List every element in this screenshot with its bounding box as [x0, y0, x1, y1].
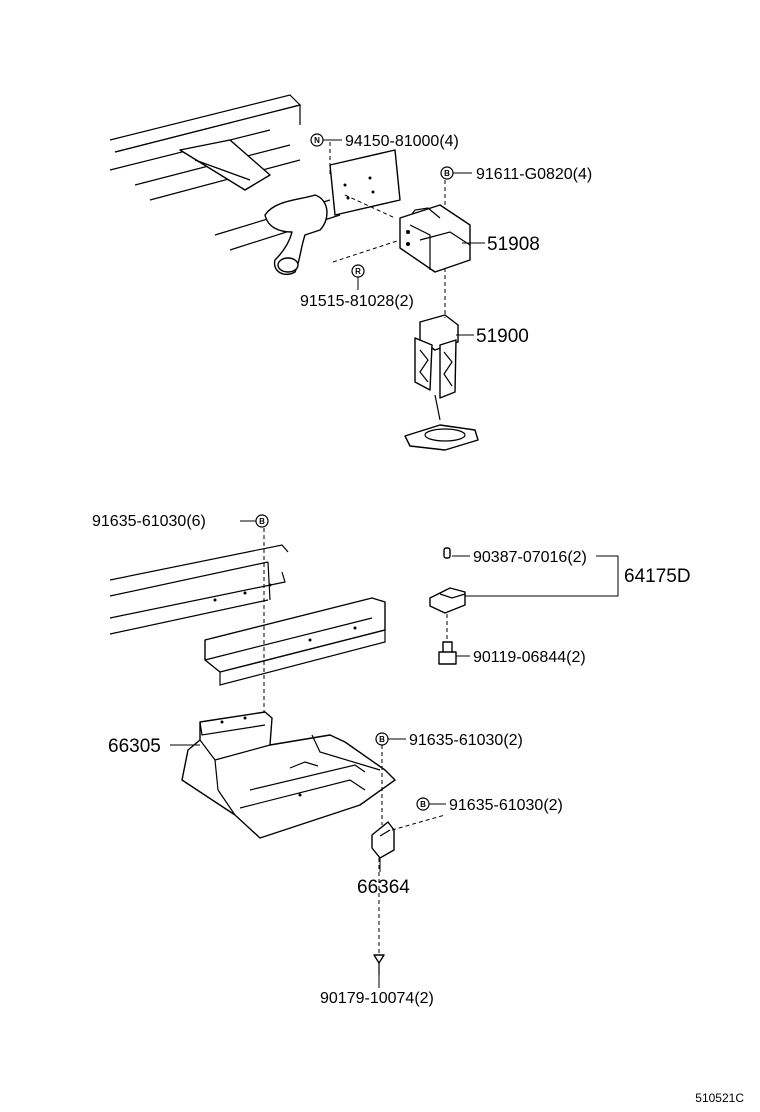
callout-91515-81028: R 91515-81028(2) [300, 264, 414, 310]
callout-51900: 51900 [456, 326, 529, 347]
jack-bracket [399, 204, 471, 273]
callout-66305: 66305 [108, 736, 200, 757]
callout-91635-61030-lower: B 91635-61030(2) [416, 797, 563, 814]
callout-64175D: 64175D [465, 555, 691, 597]
callout-90119-06844: 90119-06844(2) [456, 649, 586, 666]
tire-carrier [181, 711, 396, 839]
callout-51908: 51908 [462, 234, 540, 255]
callout-94150-81000: N 94150-81000(4) [310, 133, 459, 150]
part-label: 90387-07016(2) [473, 549, 587, 566]
svg-text:B: B [259, 517, 265, 526]
part-label: 91635-61030(2) [409, 732, 523, 749]
part-label: 64175D [624, 566, 691, 587]
part-label: 91515-81028(2) [300, 293, 414, 310]
tow-hook [264, 194, 328, 276]
svg-text:R: R [355, 267, 361, 276]
upper-frame-rail [109, 94, 401, 251]
part-label: 91611-G0820(4) [476, 166, 592, 183]
callout-91611-G0820: B 91611-G0820(4) [440, 166, 592, 183]
part-label: 90179-10074(2) [320, 990, 434, 1007]
callout-90387-07016: 90387-07016(2) [452, 549, 587, 566]
part-label: 94150-81000(4) [345, 133, 459, 150]
small-bracket [371, 821, 395, 859]
part-label: 90119-06844(2) [473, 649, 586, 666]
jack [404, 314, 479, 451]
svg-text:N: N [314, 136, 320, 145]
part-label: 51908 [487, 234, 540, 255]
diagram-id: 510521C [695, 1091, 744, 1105]
bottom-bolt [373, 954, 385, 975]
callout-66364: 66364 [357, 858, 410, 898]
part-label: 91635-61030(6) [92, 513, 206, 530]
stopper-pad [429, 547, 466, 665]
callout-91635-61030-upper: B 91635-61030(2) [375, 732, 523, 749]
part-label: 66305 [108, 736, 161, 757]
part-label: 91635-61030(2) [449, 797, 563, 814]
callout-91635-61030-six: 91635-61030(6) B [92, 513, 269, 530]
svg-text:B: B [379, 735, 385, 744]
lower-frame-rail [109, 544, 386, 686]
part-label: 66364 [357, 877, 410, 898]
svg-text:B: B [420, 800, 426, 809]
svg-text:B: B [444, 169, 450, 178]
part-label: 51900 [476, 326, 529, 347]
callout-90179-10074: 90179-10074(2) [320, 975, 434, 1007]
